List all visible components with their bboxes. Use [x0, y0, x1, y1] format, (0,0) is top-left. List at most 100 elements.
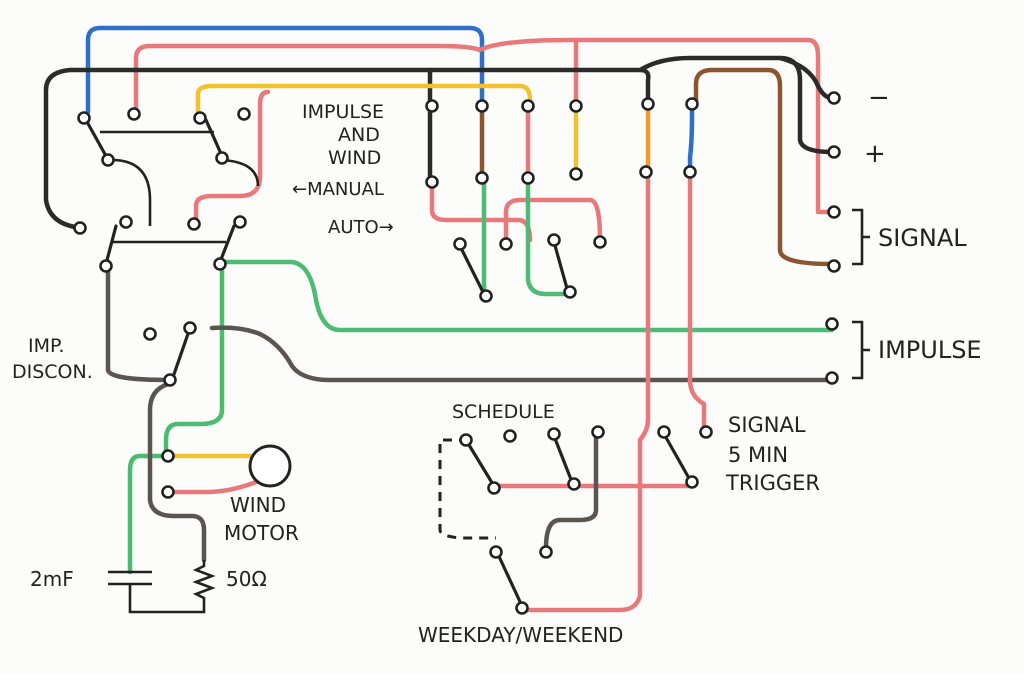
terminal-plus: [827, 145, 841, 159]
label-impulse: IMPULSE: [878, 336, 982, 364]
terminal-minus: [827, 91, 841, 105]
schedule-dashed-link: [438, 438, 496, 540]
wire-black-minus2: [777, 55, 835, 101]
terminal: [187, 217, 201, 231]
label-schedule: SCHEDULE: [452, 401, 555, 423]
terminal: [567, 477, 581, 491]
terminal: [425, 175, 439, 189]
terminal: [459, 433, 473, 447]
wire-red-left: [193, 89, 271, 229]
label-capacitor: 2mF: [30, 567, 74, 591]
switch-mechanics: [84, 118, 692, 614]
label-signal: SIGNAL: [878, 224, 967, 252]
wire-black-discon: [105, 265, 171, 383]
terminal-impulse-2: [825, 371, 839, 385]
terminal: [547, 427, 561, 441]
wire-green-down: [163, 259, 225, 459]
label-impulse-and-wind: IMPULSE: [302, 101, 384, 123]
terminal: [563, 285, 577, 299]
wire-red-auto: [429, 177, 533, 243]
terminal: [685, 97, 699, 111]
wire-red-top: [133, 37, 835, 215]
terminal: [503, 429, 517, 443]
terminal: [119, 215, 133, 229]
terminal-signal-1: [827, 205, 841, 219]
terminal: [685, 475, 699, 489]
wire-black-top: [43, 67, 651, 231]
wire-blue-right: [687, 101, 695, 175]
terminals: [73, 91, 841, 615]
motor-circle-icon: [248, 444, 292, 488]
wire-brown-signal: [693, 67, 835, 267]
impulse-bracket: [852, 320, 870, 380]
label-signal-trigger-3: TRIGGER: [725, 471, 820, 495]
wire-red-auto2: [503, 197, 603, 245]
terminal: [77, 111, 91, 125]
wire-yellow-top: [195, 83, 533, 119]
wire-blue-top: [85, 25, 485, 115]
terminal: [521, 99, 535, 113]
terminal: [127, 107, 141, 121]
wire-red-center: [521, 169, 651, 613]
terminal: [699, 425, 713, 439]
wire-red-signal: [687, 167, 707, 433]
label-minus: −: [868, 83, 890, 113]
wires: [43, 25, 835, 613]
terminal: [539, 545, 553, 559]
wire-green-switch2: [525, 177, 573, 297]
terminal: [425, 99, 439, 113]
label-signal-trigger: SIGNAL: [728, 413, 806, 437]
wire-gray-schedule: [543, 431, 599, 551]
label-manual: ←MANUAL: [292, 179, 384, 200]
signal-bracket: [852, 208, 870, 266]
terminal-impulse-1: [825, 317, 839, 331]
label-signal-trigger-2: 5 MIN: [728, 443, 788, 467]
terminal: [515, 601, 529, 615]
terminal: [593, 235, 607, 249]
terminal-motor-1: [161, 449, 175, 463]
terminal: [475, 99, 489, 113]
terminal: [215, 151, 229, 165]
label-imp-discon: IMP.: [28, 335, 65, 357]
terminal-signal-2: [827, 259, 841, 273]
terminal: [73, 221, 87, 235]
terminal: [591, 425, 605, 439]
label-impulse-and-wind-2: AND: [338, 124, 380, 146]
terminal: [99, 259, 113, 273]
terminal: [193, 111, 207, 125]
terminal: [183, 321, 197, 335]
labels: IMPULSE AND WIND ←MANUAL AUTO→ − + SIGNA…: [12, 83, 982, 647]
wire-red-motor: [165, 479, 259, 495]
label-resistor: 50Ω: [226, 567, 267, 591]
terminal: [521, 171, 535, 185]
terminal: [475, 171, 489, 185]
terminal: [489, 545, 503, 559]
wire-black-impulse: [209, 325, 835, 383]
terminal: [639, 165, 653, 179]
label-auto: AUTO→: [328, 217, 394, 238]
terminal: [143, 327, 157, 341]
terminal: [213, 257, 227, 271]
terminal: [547, 233, 561, 247]
label-imp-discon-2: DISCON.: [12, 361, 93, 383]
terminal: [101, 153, 115, 167]
label-plus: +: [864, 139, 886, 169]
label-wind-motor-2: MOTOR: [224, 521, 299, 545]
terminal: [683, 165, 697, 179]
terminal: [569, 99, 583, 113]
terminal: [569, 167, 583, 181]
terminal: [233, 215, 247, 229]
terminal: [163, 373, 177, 387]
label-weekday-weekend: WEEKDAY/WEEKEND: [418, 623, 623, 647]
terminal: [641, 97, 655, 111]
terminal: [487, 481, 501, 495]
wire-green-impulse: [219, 259, 835, 333]
label-impulse-and-wind-3: WIND: [328, 147, 381, 169]
terminal: [453, 237, 467, 251]
label-wind-motor: WIND: [230, 493, 286, 517]
wire-black-motor: [147, 381, 207, 563]
terminal: [657, 425, 671, 439]
wire-green-cap: [127, 453, 169, 575]
terminal: [237, 107, 251, 121]
